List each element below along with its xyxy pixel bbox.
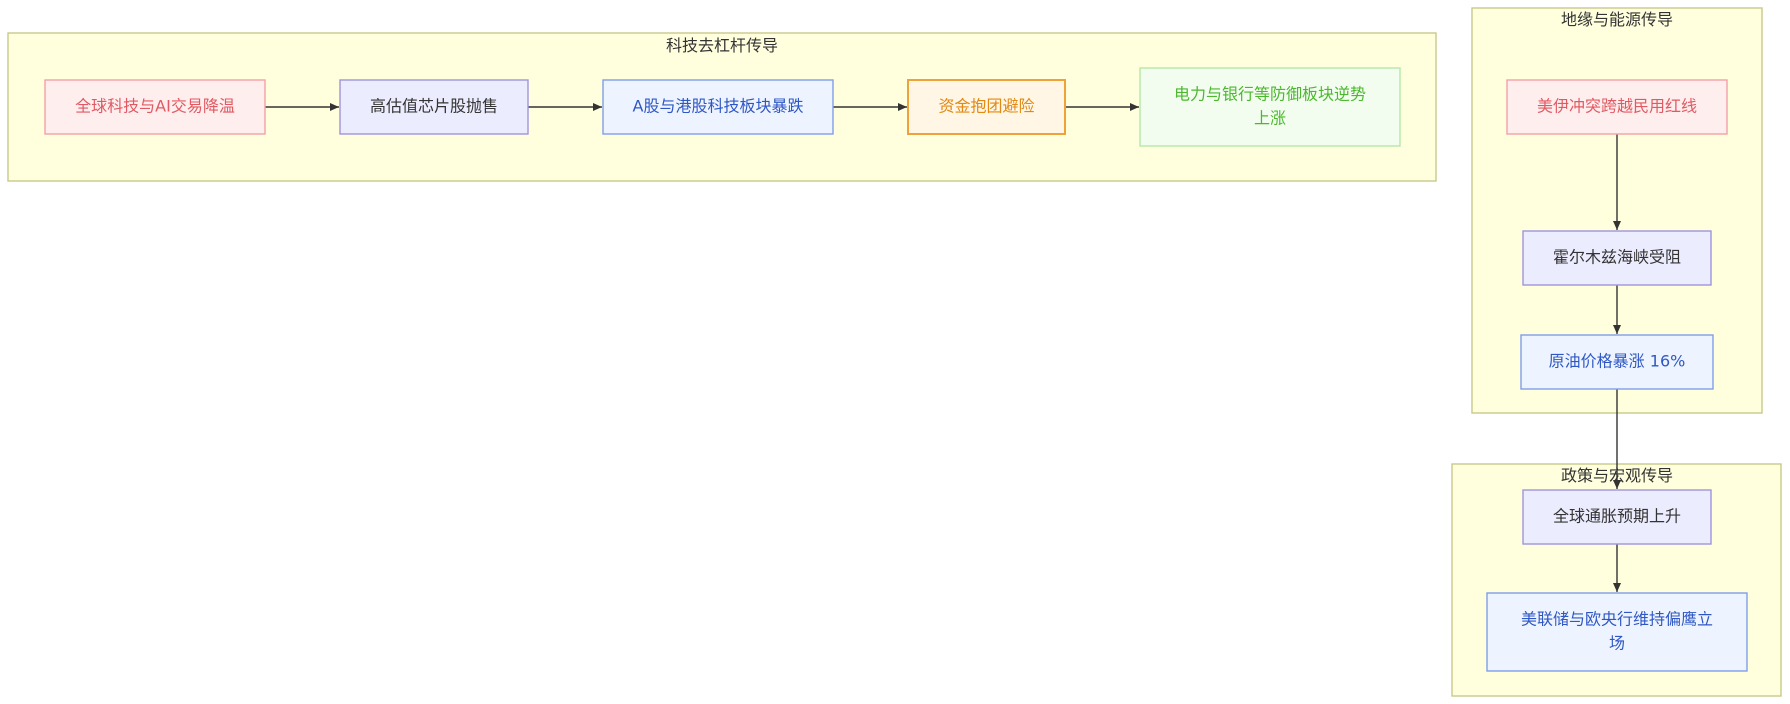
node-box xyxy=(1522,230,1712,286)
node-label: 电力与银行等防御板块逆势 xyxy=(1174,85,1366,104)
node-box xyxy=(602,79,834,135)
node-box xyxy=(1486,592,1748,672)
node-label: 霍尔木兹海峡受阻 xyxy=(1553,248,1681,267)
node-box xyxy=(44,79,266,135)
node-ai-cooling: 全球科技与AI交易降温 xyxy=(44,79,266,135)
node-label: 全球科技与AI交易降温 xyxy=(75,97,235,116)
node-inflation: 全球通胀预期上升 xyxy=(1522,489,1712,545)
node-box xyxy=(907,79,1066,135)
node-label: A股与港股科技板块暴跌 xyxy=(633,97,804,116)
cluster-tech-title: 科技去杠杆传导 xyxy=(666,36,778,55)
node-label: 原油价格暴涨 16% xyxy=(1549,352,1686,371)
cluster-geo-title: 地缘与能源传导 xyxy=(1561,10,1673,29)
node-box xyxy=(1522,489,1712,545)
node-us-iran: 美伊冲突跨越民用红线 xyxy=(1506,79,1728,135)
node-box xyxy=(1520,334,1714,390)
nodes-layer: 全球科技与AI交易降温 高估值芯片股抛售 A股与港股科技板块暴跌 资金抱团避险 电力与银… xyxy=(44,67,1748,672)
edges-layer xyxy=(265,103,1621,592)
node-chip-selloff: 高估值芯片股抛售 xyxy=(339,79,529,135)
node-box xyxy=(339,79,529,135)
node-label: 高估值芯片股抛售 xyxy=(370,97,498,116)
node-box xyxy=(1139,67,1401,147)
node-hormuz: 霍尔木兹海峡受阻 xyxy=(1522,230,1712,286)
node-box xyxy=(1506,79,1728,135)
node-label: 全球通胀预期上升 xyxy=(1553,507,1681,526)
node-label: 美联储与欧央行维持偏鹰立 xyxy=(1521,610,1713,629)
node-oil-surge: 原油价格暴涨 16% xyxy=(1520,334,1714,390)
node-label: 资金抱团避险 xyxy=(938,97,1034,116)
node-ah-crash: A股与港股科技板块暴跌 xyxy=(602,79,834,135)
node-label: 场 xyxy=(1609,634,1625,653)
node-label: 上涨 xyxy=(1254,109,1286,128)
node-label: 美伊冲突跨越民用红线 xyxy=(1537,97,1697,116)
node-safe-haven: 资金抱团避险 xyxy=(907,79,1066,135)
